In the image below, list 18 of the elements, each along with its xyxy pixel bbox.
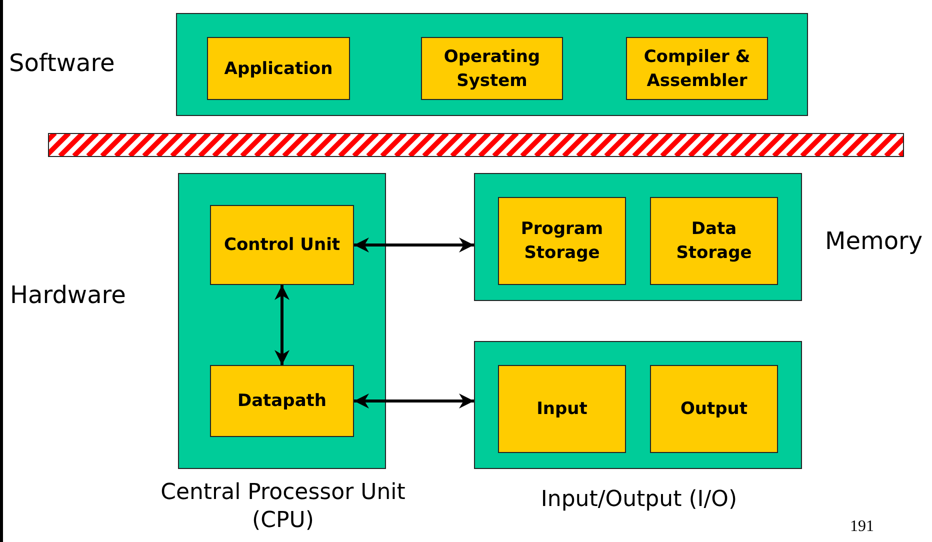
section-label: Hardware bbox=[10, 280, 126, 310]
double-arrow bbox=[354, 238, 474, 252]
component-box: Program Storage bbox=[498, 197, 626, 285]
panel-heading: Memory bbox=[825, 226, 924, 256]
component-box: Compiler & Assembler bbox=[626, 37, 768, 100]
page-number: 191 bbox=[850, 518, 874, 536]
double-arrow bbox=[274, 285, 290, 365]
panel-heading: Software bbox=[9, 48, 116, 78]
component-box: Application bbox=[207, 37, 350, 100]
component-box: Control Unit bbox=[210, 205, 354, 285]
panel-heading: Central Processor Unit (CPU) bbox=[160, 479, 406, 535]
component-box: Operating System bbox=[421, 37, 563, 100]
component-box: Output bbox=[650, 365, 778, 453]
component-box: Input bbox=[498, 365, 626, 453]
panel-heading: Input/Output (I/O) bbox=[540, 486, 738, 514]
double-arrow bbox=[354, 394, 474, 408]
component-box: Data Storage bbox=[650, 197, 778, 285]
component-box: Datapath bbox=[210, 365, 354, 437]
